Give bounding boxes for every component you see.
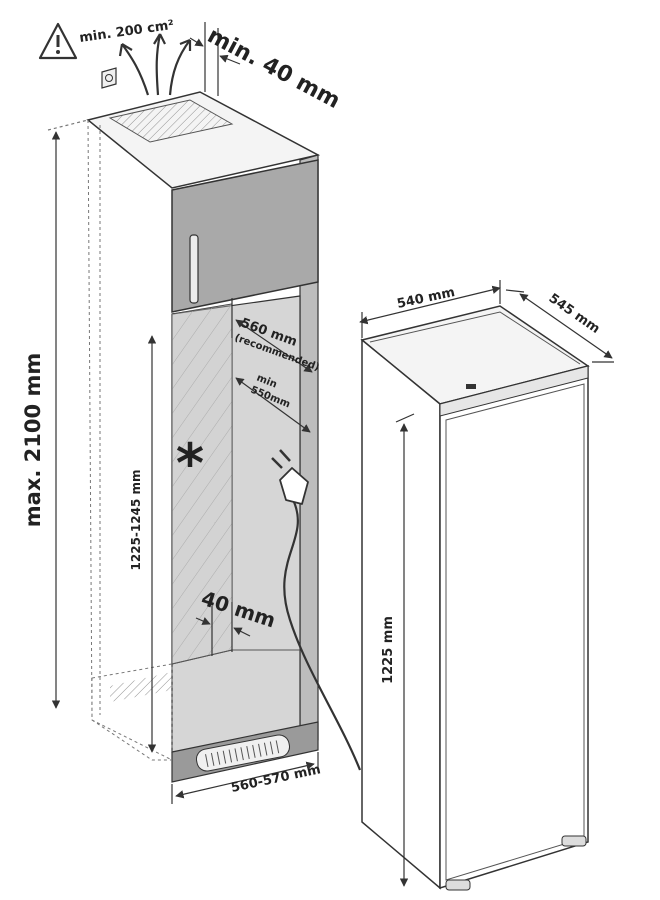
top-gap-label: min. 40 mm [203, 23, 344, 114]
max-height-label: max. 2100 mm [21, 353, 45, 527]
unit-width-dimension [359, 280, 501, 338]
appliance-foot-front [445, 879, 471, 891]
unit-width-label: 540 mm [396, 285, 457, 312]
unit-height-dimension [395, 413, 415, 887]
niche-width-dimension [171, 752, 319, 804]
asterisk-marker: * [176, 432, 204, 495]
appliance-group [360, 305, 590, 891]
warning-triangle-icon [38, 22, 78, 60]
unit-depth-dimension [505, 289, 614, 363]
unit-height-label: 1225 mm [381, 616, 396, 684]
cabinet-top-vent [108, 99, 234, 143]
max-height-dimension [47, 119, 89, 709]
power-outlet-icon [101, 67, 117, 89]
niche-width-label: 560-570 mm [230, 762, 322, 796]
niche-depth-dimension [231, 298, 313, 373]
side-gap-dimension [195, 602, 251, 656]
niche-height-label: 1225-1245 mm [129, 470, 143, 571]
appliance-side [361, 338, 441, 890]
top-gap-dimension [189, 22, 241, 96]
airflow-arrows-icon [118, 33, 192, 96]
cabinet-bottom-base [91, 663, 173, 761]
min-depth-dimension [235, 377, 311, 433]
upper-door-handle [189, 234, 199, 304]
unit-depth-label: 545 mm [546, 291, 603, 337]
appliance-foot-right [561, 835, 587, 847]
upper-cabinet-door [171, 159, 319, 313]
vent-area-label: min. 200 cm² [78, 18, 175, 46]
appliance-door [439, 365, 589, 890]
power-plug-icon [271, 449, 362, 771]
